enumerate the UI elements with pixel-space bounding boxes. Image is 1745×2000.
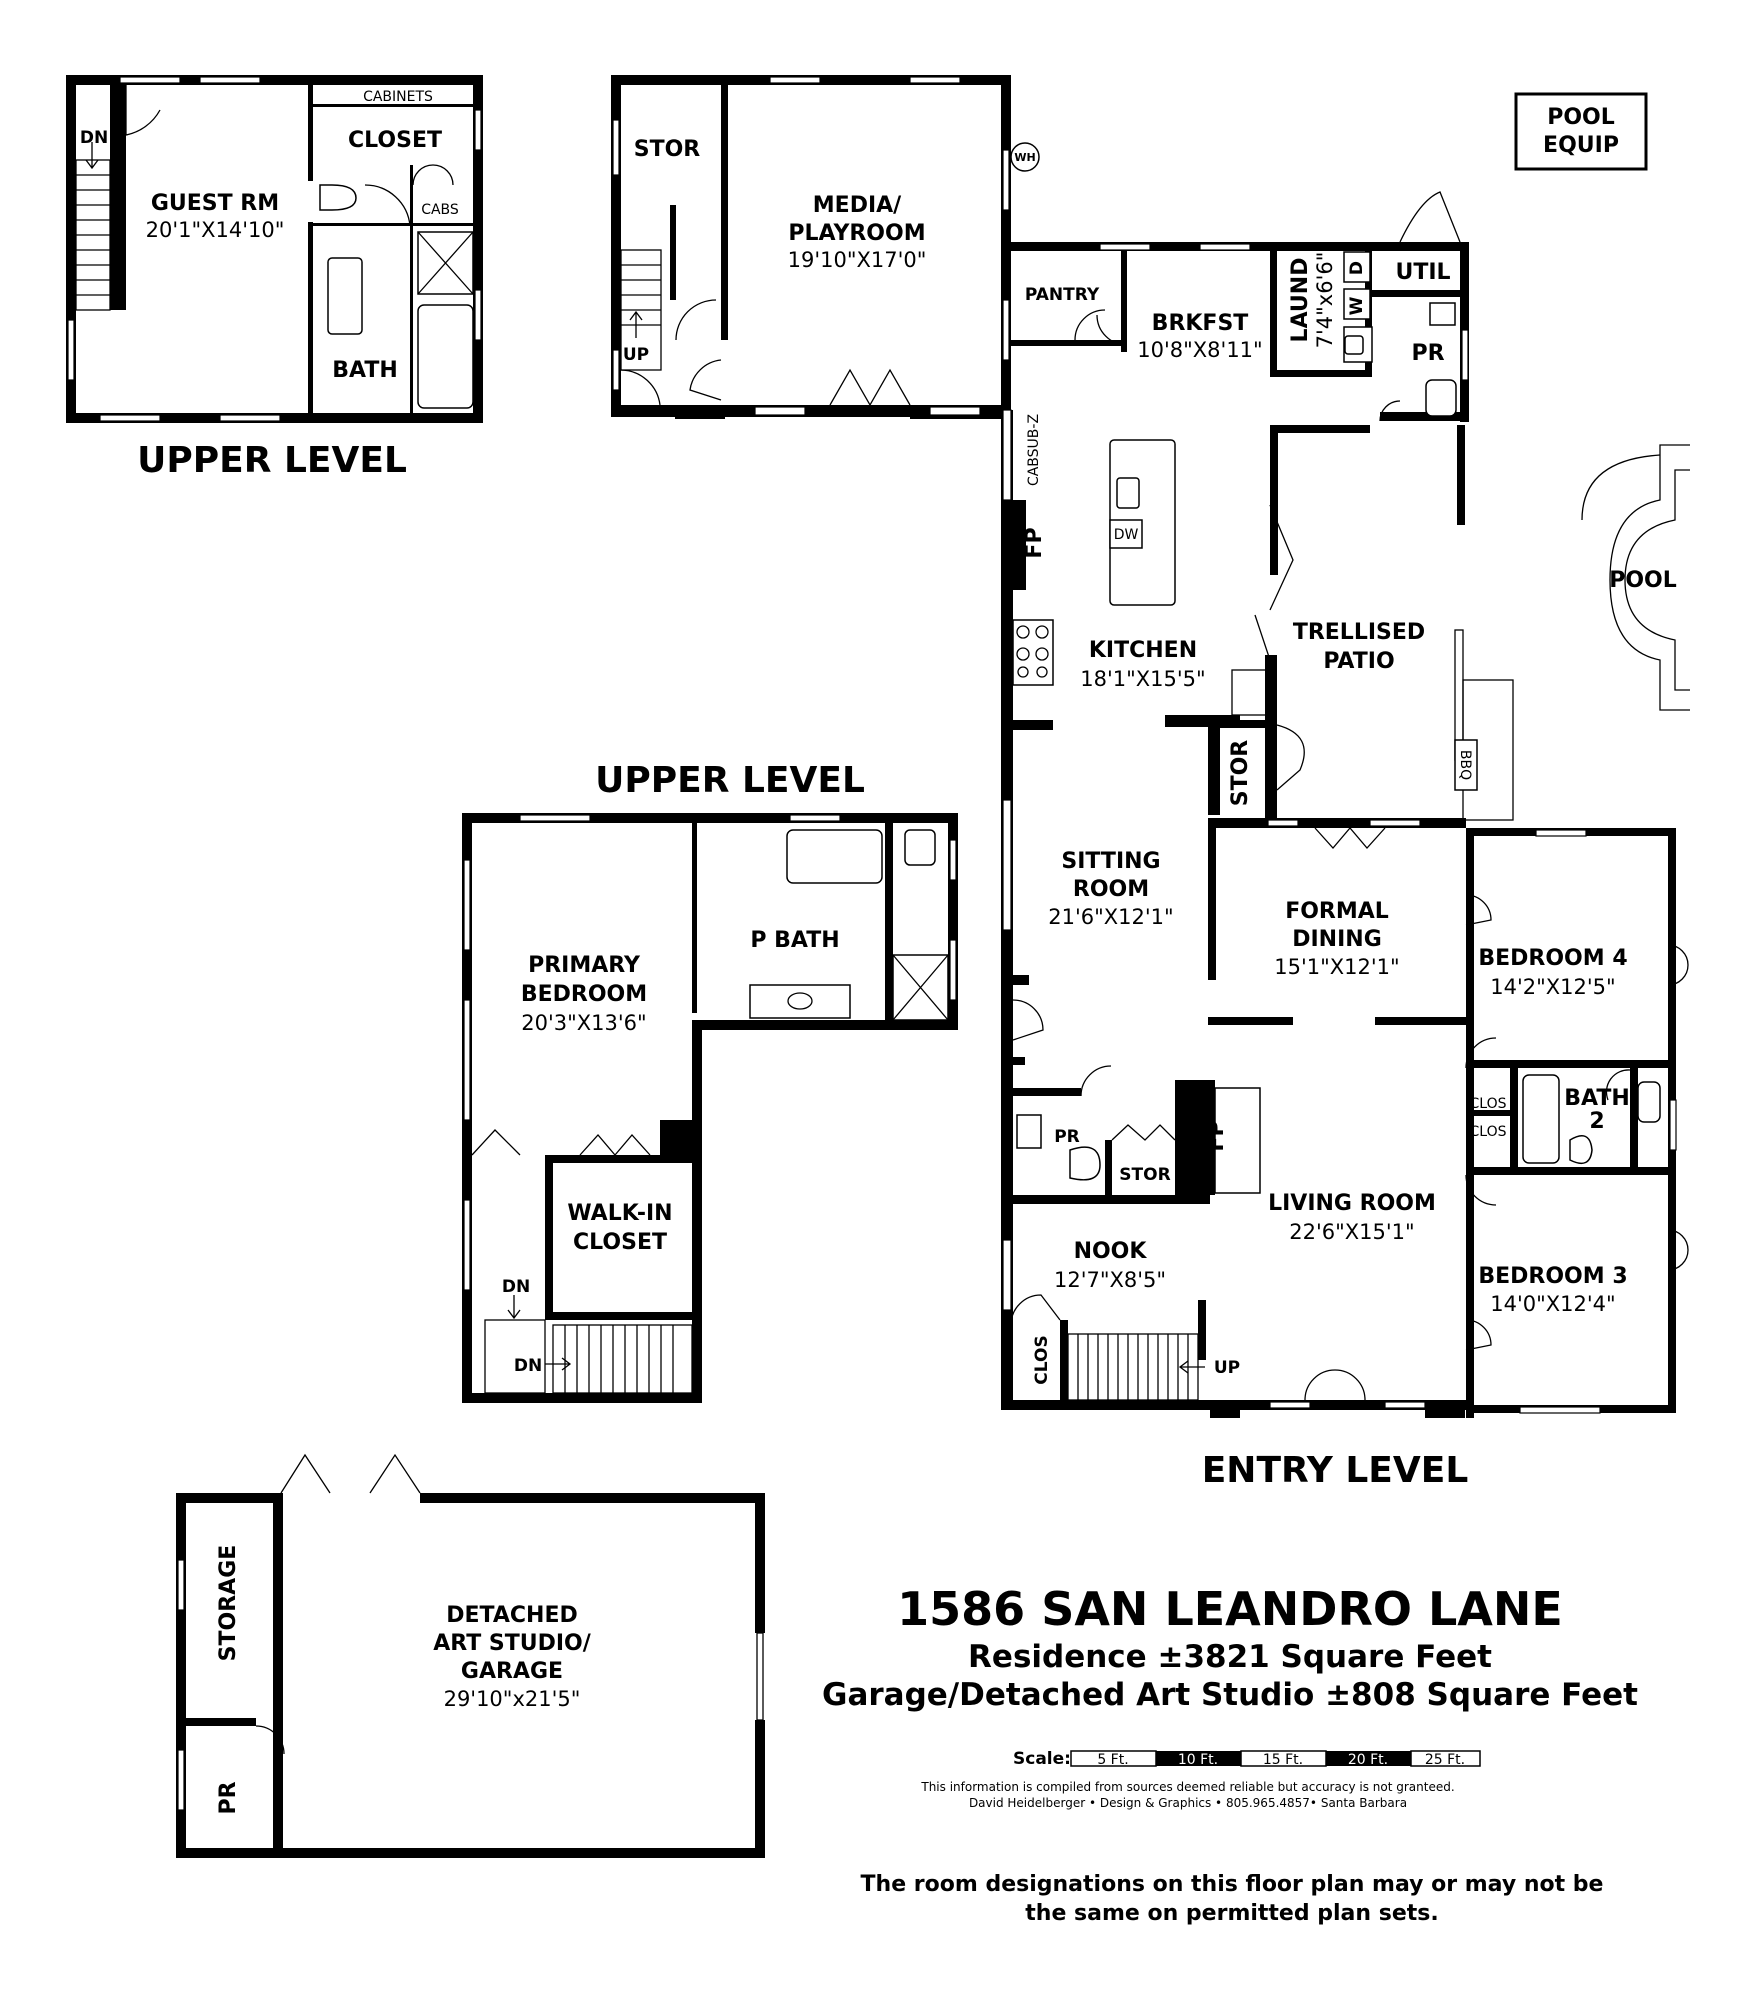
primary-upper-level (462, 813, 958, 1403)
scale-tick-3: 15 Ft. (1263, 1752, 1303, 1768)
pool-area (1514, 92, 1690, 711)
primary-dn-label-1: DN (502, 1277, 530, 1297)
media-room-name-2: PLAYROOM (788, 221, 925, 246)
media-upper-level (611, 75, 1040, 419)
cabs-label: CABS (421, 202, 459, 218)
nook-dim: 12'7"X8'5" (1054, 1268, 1166, 1292)
scale-tick-1: 5 Ft. (1097, 1752, 1128, 1768)
upper-bath-label: BATH (332, 358, 398, 383)
laund-name: LAUND (1288, 258, 1313, 343)
studio-line2: ART STUDIO/ (433, 1631, 592, 1656)
formal-dining-dim: 15'1"X12'1" (1274, 955, 1399, 979)
scale-bar (1070, 1750, 1481, 1767)
media-up-label: UP (623, 345, 649, 365)
bbq-label: BBQ (1457, 750, 1473, 780)
primary-dn-label-2: DN (514, 1356, 542, 1376)
bath2-line2: 2 (1589, 1109, 1604, 1134)
walkin-line2: CLOSET (573, 1230, 667, 1255)
cabsubz-label: CABSUB-Z (1026, 414, 1042, 486)
guest-room-name: GUEST RM (151, 191, 279, 216)
media-room-name-1: MEDIA/ (813, 193, 902, 218)
entry-stor-label: STOR (1119, 1165, 1170, 1185)
patio-stor-label: STOR (1228, 740, 1253, 807)
scale-tick-2: 10 Ft. (1178, 1752, 1218, 1768)
brkfst-dim: 10'8"X8'11" (1137, 338, 1262, 362)
media-room-dim: 19'10"X17'0" (788, 248, 927, 272)
primary-bedroom-dim: 20'3"X13'6" (521, 1011, 646, 1035)
sitting-room-name-2: ROOM (1073, 877, 1149, 902)
scale-tick-5: 25 Ft. (1425, 1752, 1465, 1768)
disclaimer-line1: This information is compiled from source… (920, 1780, 1454, 1794)
living-room-name: LIVING ROOM (1268, 1191, 1436, 1216)
studio-dim: 29'10"x21'5" (444, 1687, 581, 1711)
primary-bedroom-name-2: BEDROOM (521, 982, 647, 1007)
storage-label: STORAGE (216, 1545, 241, 1662)
guest-upper-level (66, 75, 483, 423)
permit-note-line2: the same on permitted plan sets. (1025, 1901, 1438, 1926)
address-title: 1586 SAN LEANDRO LANE (897, 1582, 1563, 1636)
water-heater-label: WH (1014, 151, 1035, 164)
kitchen-dim: 18'1"X15'5" (1080, 667, 1205, 691)
walkin-line1: WALK-IN (567, 1201, 672, 1226)
permit-note-line1: The room designations on this floor plan… (861, 1872, 1604, 1897)
bedroom3-name: BEDROOM 3 (1478, 1264, 1627, 1289)
sitting-room-name-1: SITTING (1061, 849, 1160, 874)
nook-name: NOOK (1074, 1239, 1148, 1264)
studio-line1: DETACHED (446, 1603, 577, 1628)
dishwasher-label: DW (1114, 527, 1139, 543)
pool-equip-line1: POOL (1547, 105, 1615, 130)
pool-label: POOL (1609, 568, 1677, 593)
formal-dining-name-1: FORMAL (1285, 899, 1389, 924)
bedroom4-dim: 14'2"X12'5" (1490, 975, 1615, 999)
scale-label: Scale: (1013, 1749, 1071, 1769)
laund-dim: 7'4"x6'6" (1313, 252, 1337, 349)
primary-bedroom-name-1: PRIMARY (528, 953, 641, 978)
media-stor-label: STOR (634, 137, 701, 162)
pantry-label: PANTRY (1025, 285, 1100, 305)
brkfst-name: BRKFST (1152, 311, 1249, 336)
kitchen-fp-label: FP (1022, 527, 1047, 558)
dryer-label: D (1347, 261, 1367, 275)
clos-label-a: CLOS (1470, 1096, 1507, 1112)
entry-up-label: UP (1214, 1358, 1240, 1378)
cabinets-label: CABINETS (363, 89, 433, 105)
pool-equip-line2: EQUIP (1543, 133, 1619, 158)
guest-upper-level-title: UPPER LEVEL (137, 440, 407, 481)
studio-line3: GARAGE (461, 1659, 563, 1684)
util-pr-label: PR (1411, 341, 1444, 366)
entry-level (1001, 191, 1689, 1418)
sitting-room-dim: 21'6"X12'1" (1048, 905, 1173, 929)
entry-level-title: ENTRY LEVEL (1202, 1450, 1469, 1491)
garage-studio (176, 1453, 765, 1858)
entry-clos-label: CLOS (1032, 1335, 1052, 1384)
garage-pr-label: PR (216, 1781, 241, 1814)
bedroom4-name: BEDROOM 4 (1478, 946, 1627, 971)
garage-area: Garage/Detached Art Studio ±808 Square F… (822, 1677, 1638, 1713)
living-room-dim: 22'6"X15'1" (1289, 1220, 1414, 1244)
residence-area: Residence ±3821 Square Feet (968, 1639, 1492, 1675)
living-fp-label: FP (1204, 1120, 1229, 1151)
formal-dining-name-2: DINING (1292, 927, 1382, 952)
bath2-line1: BATH (1564, 1086, 1630, 1111)
p-bath-label: P BATH (750, 928, 839, 953)
primary-upper-level-title: UPPER LEVEL (595, 760, 865, 801)
closet-label: CLOSET (348, 128, 442, 153)
bedroom3-dim: 14'0"X12'4" (1490, 1292, 1615, 1316)
trellised-line1: TRELLISED (1293, 620, 1425, 645)
guest-room-dim: 20'1"X14'10" (146, 218, 285, 242)
disclaimer-line2: David Heidelberger • Design & Graphics •… (969, 1796, 1407, 1810)
util-label: UTIL (1395, 260, 1450, 285)
guest-dn-label: DN (80, 128, 108, 148)
kitchen-name: KITCHEN (1089, 638, 1197, 663)
entry-pr-label: PR (1054, 1127, 1080, 1147)
scale-tick-4: 20 Ft. (1348, 1752, 1388, 1768)
trellised-line2: PATIO (1323, 649, 1394, 674)
washer-label: W (1347, 296, 1367, 315)
clos-label-b: CLOS (1470, 1124, 1507, 1140)
